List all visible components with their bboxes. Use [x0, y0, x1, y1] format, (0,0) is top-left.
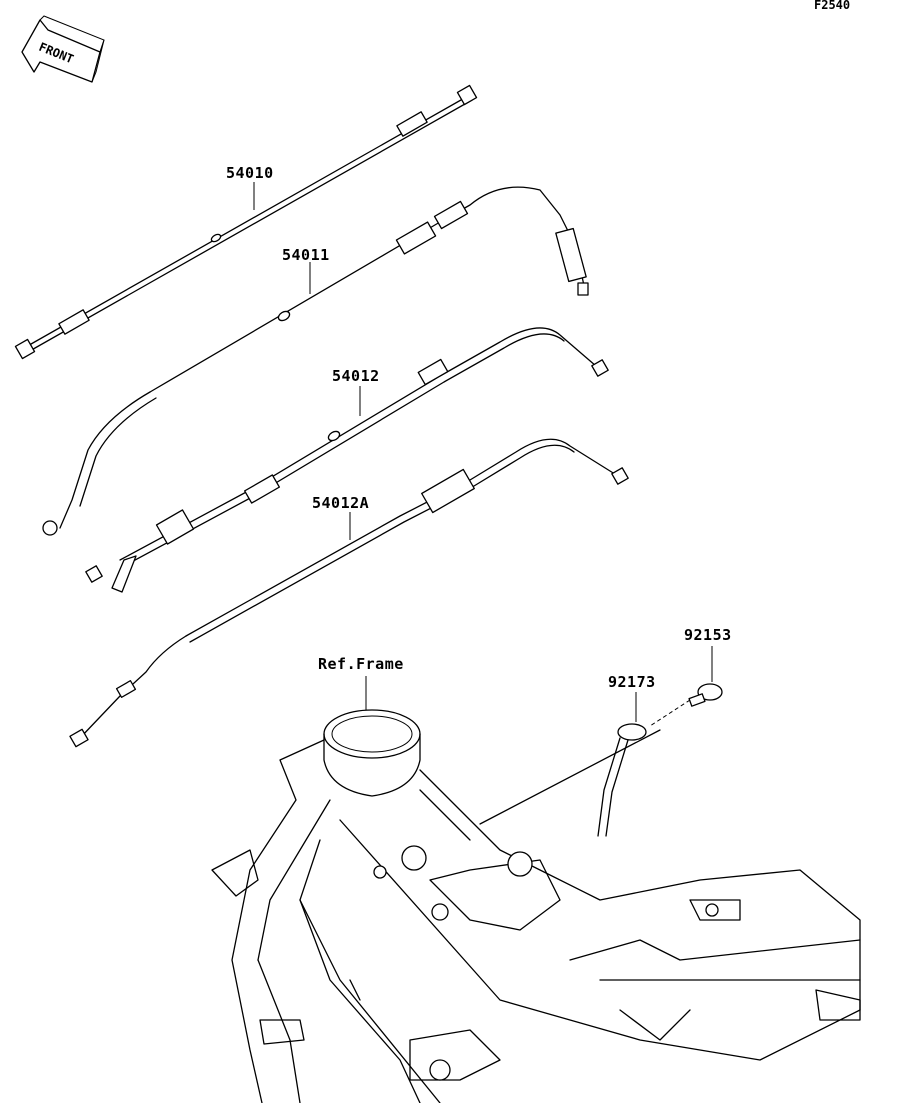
reference-frame-label: Ref.Frame — [318, 655, 404, 673]
reference-frame — [211, 676, 861, 1103]
bolt-92153 — [688, 646, 723, 707]
diagram-code: F2540 — [814, 0, 851, 12]
part-label-92173: 92173 — [608, 673, 656, 691]
cable-54011 — [42, 186, 589, 536]
cable-54012A — [69, 438, 629, 748]
part-label-54011: 54011 — [282, 246, 330, 264]
part-label-92153: 92153 — [684, 626, 732, 644]
part-label-54010: 54010 — [226, 164, 274, 182]
part-label-54012A: 54012A — [312, 494, 370, 512]
cable-54010 — [14, 84, 478, 360]
front-arrow-icon: FRONT — [21, 15, 105, 83]
part-label-54012: 54012 — [332, 367, 380, 385]
clamp-92173 — [597, 692, 691, 837]
cable-54012 — [85, 327, 609, 593]
